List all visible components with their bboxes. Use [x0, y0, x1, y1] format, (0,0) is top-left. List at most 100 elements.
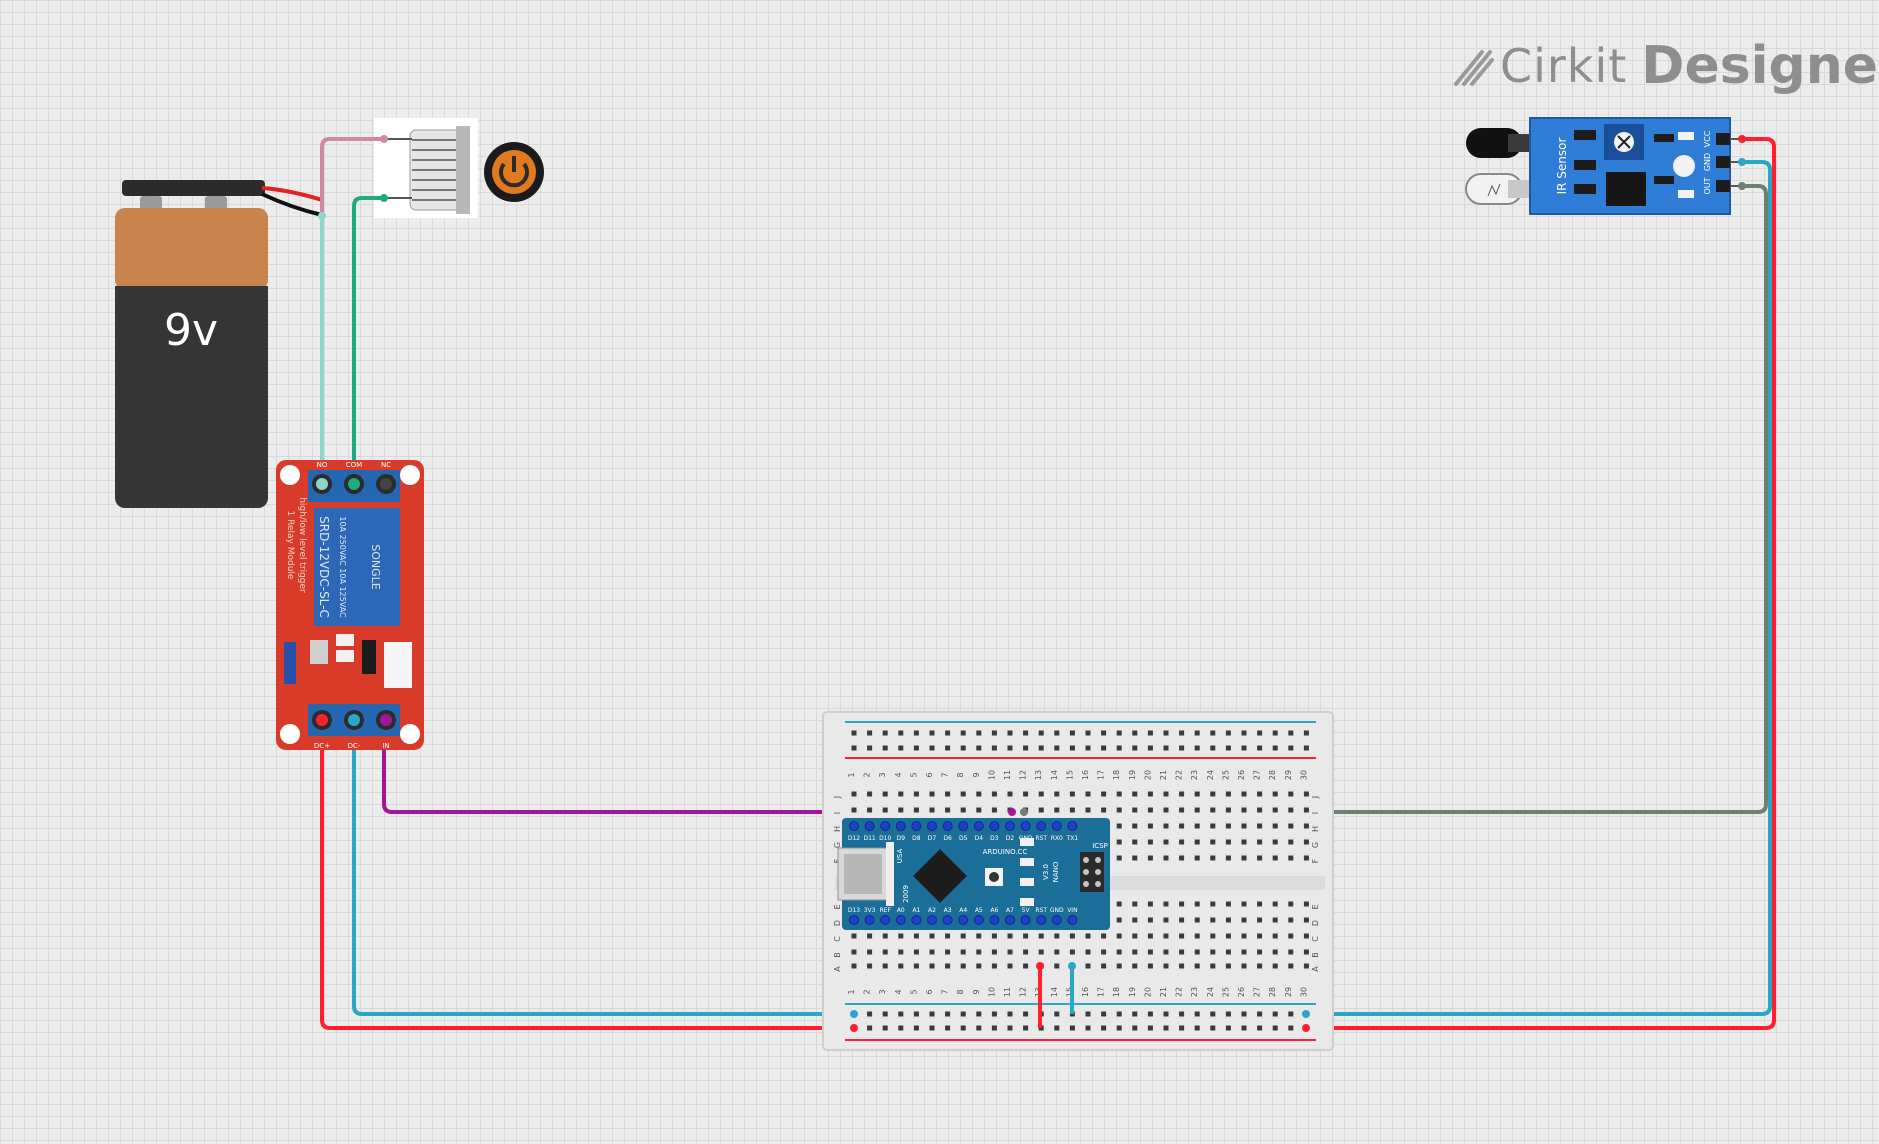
breadboard-hole[interactable] — [1023, 933, 1029, 939]
breadboard-hole[interactable] — [1132, 807, 1138, 813]
nano-pin[interactable] — [973, 915, 984, 925]
breadboard-hole[interactable] — [1179, 855, 1185, 861]
breadboard-hole[interactable] — [929, 807, 935, 813]
breadboard-hole[interactable] — [1101, 791, 1107, 797]
breadboard-hole[interactable] — [1241, 791, 1247, 797]
breadboard-hole[interactable] — [1085, 963, 1091, 969]
breadboard-hole[interactable] — [1272, 745, 1278, 751]
breadboard-hole[interactable] — [1085, 1025, 1091, 1031]
breadboard-hole[interactable] — [1054, 1011, 1060, 1017]
breadboard-hole[interactable] — [898, 963, 904, 969]
breadboard-hole[interactable] — [1257, 745, 1263, 751]
breadboard-hole[interactable] — [1257, 1011, 1263, 1017]
breadboard-hole[interactable] — [1085, 933, 1091, 939]
breadboard-hole[interactable] — [1116, 807, 1122, 813]
breadboard-hole[interactable] — [1069, 745, 1075, 751]
breadboard-hole[interactable] — [1116, 933, 1122, 939]
breadboard-hole[interactable] — [1257, 839, 1263, 845]
breadboard-hole[interactable] — [1272, 730, 1278, 736]
breadboard-hole[interactable] — [1132, 901, 1138, 907]
breadboard-hole[interactable] — [1272, 1011, 1278, 1017]
breadboard-hole[interactable] — [1147, 839, 1153, 845]
nano-pin[interactable] — [1036, 821, 1047, 831]
nano-pin[interactable] — [942, 821, 953, 831]
breadboard-hole[interactable] — [1179, 807, 1185, 813]
breadboard-hole[interactable] — [851, 730, 857, 736]
breadboard-hole[interactable] — [1085, 791, 1091, 797]
breadboard-hole[interactable] — [1023, 791, 1029, 797]
breadboard-hole[interactable] — [960, 730, 966, 736]
breadboard-hole[interactable] — [851, 949, 857, 955]
breadboard-hole[interactable] — [1054, 963, 1060, 969]
breadboard-hole[interactable] — [1179, 933, 1185, 939]
breadboard-hole[interactable] — [1163, 745, 1169, 751]
breadboard-hole[interactable] — [867, 807, 873, 813]
breadboard-hole[interactable] — [1132, 823, 1138, 829]
breadboard-hole[interactable] — [1194, 745, 1200, 751]
breadboard-hole[interactable] — [1272, 933, 1278, 939]
breadboard-hole[interactable] — [1023, 745, 1029, 751]
breadboard-hole[interactable] — [1179, 1025, 1185, 1031]
breadboard-hole[interactable] — [1257, 933, 1263, 939]
breadboard-hole[interactable] — [913, 730, 919, 736]
breadboard-hole[interactable] — [991, 933, 997, 939]
breadboard-hole[interactable] — [867, 791, 873, 797]
breadboard-hole[interactable] — [898, 807, 904, 813]
breadboard-hole[interactable] — [1288, 839, 1294, 845]
breadboard-hole[interactable] — [945, 807, 951, 813]
breadboard-hole[interactable] — [1288, 949, 1294, 955]
breadboard-hole[interactable] — [867, 933, 873, 939]
breadboard-hole[interactable] — [1116, 901, 1122, 907]
breadboard-hole[interactable] — [929, 949, 935, 955]
breadboard-hole[interactable] — [945, 1025, 951, 1031]
breadboard-hole[interactable] — [1054, 807, 1060, 813]
breadboard-hole[interactable] — [991, 1011, 997, 1017]
breadboard-hole[interactable] — [960, 791, 966, 797]
nano-pin[interactable] — [880, 915, 891, 925]
breadboard-hole[interactable] — [1303, 839, 1309, 845]
breadboard-hole[interactable] — [1007, 1011, 1013, 1017]
breadboard-hole[interactable] — [960, 1011, 966, 1017]
breadboard-hole[interactable] — [1303, 791, 1309, 797]
breadboard-hole[interactable] — [1132, 917, 1138, 923]
breadboard-hole[interactable] — [1225, 791, 1231, 797]
breadboard-hole[interactable] — [1147, 949, 1153, 955]
breadboard-hole[interactable] — [1288, 933, 1294, 939]
breadboard-hole[interactable] — [1179, 823, 1185, 829]
wire-ir-vcc[interactable] — [1306, 137, 1776, 1030]
ir-sensor[interactable]: IR Sensor VCC GND OUT — [1465, 117, 1746, 215]
breadboard-hole[interactable] — [1194, 730, 1200, 736]
breadboard-hole[interactable] — [898, 949, 904, 955]
breadboard-hole[interactable] — [1257, 807, 1263, 813]
breadboard-hole[interactable] — [1194, 933, 1200, 939]
breadboard-hole[interactable] — [1225, 839, 1231, 845]
breadboard-hole[interactable] — [882, 1011, 888, 1017]
breadboard-hole[interactable] — [1257, 855, 1263, 861]
breadboard-hole[interactable] — [898, 933, 904, 939]
breadboard-hole[interactable] — [1241, 933, 1247, 939]
nano-pin[interactable] — [1005, 821, 1015, 831]
breadboard-hole[interactable] — [1163, 963, 1169, 969]
breadboard-hole[interactable] — [1210, 933, 1216, 939]
breadboard-hole[interactable] — [913, 791, 919, 797]
breadboard-hole[interactable] — [1163, 917, 1169, 923]
breadboard-hole[interactable] — [991, 730, 997, 736]
breadboard-hole[interactable] — [1272, 949, 1278, 955]
breadboard-hole[interactable] — [1225, 807, 1231, 813]
breadboard-hole[interactable] — [882, 745, 888, 751]
breadboard-hole[interactable] — [1225, 933, 1231, 939]
breadboard-hole[interactable] — [1288, 1025, 1294, 1031]
breadboard-hole[interactable] — [1210, 855, 1216, 861]
breadboard-hole[interactable] — [1303, 745, 1309, 751]
breadboard-hole[interactable] — [1194, 917, 1200, 923]
wire-ir-out[interactable] — [1024, 184, 1768, 814]
breadboard-hole[interactable] — [991, 791, 997, 797]
nano-pin[interactable] — [958, 821, 969, 831]
nano-pin[interactable] — [927, 821, 937, 831]
breadboard-hole[interactable] — [1241, 901, 1247, 907]
breadboard-hole[interactable] — [1179, 791, 1185, 797]
breadboard-hole[interactable] — [1179, 917, 1185, 923]
breadboard-hole[interactable] — [945, 949, 951, 955]
breadboard-hole[interactable] — [867, 963, 873, 969]
breadboard-hole[interactable] — [1225, 949, 1231, 955]
